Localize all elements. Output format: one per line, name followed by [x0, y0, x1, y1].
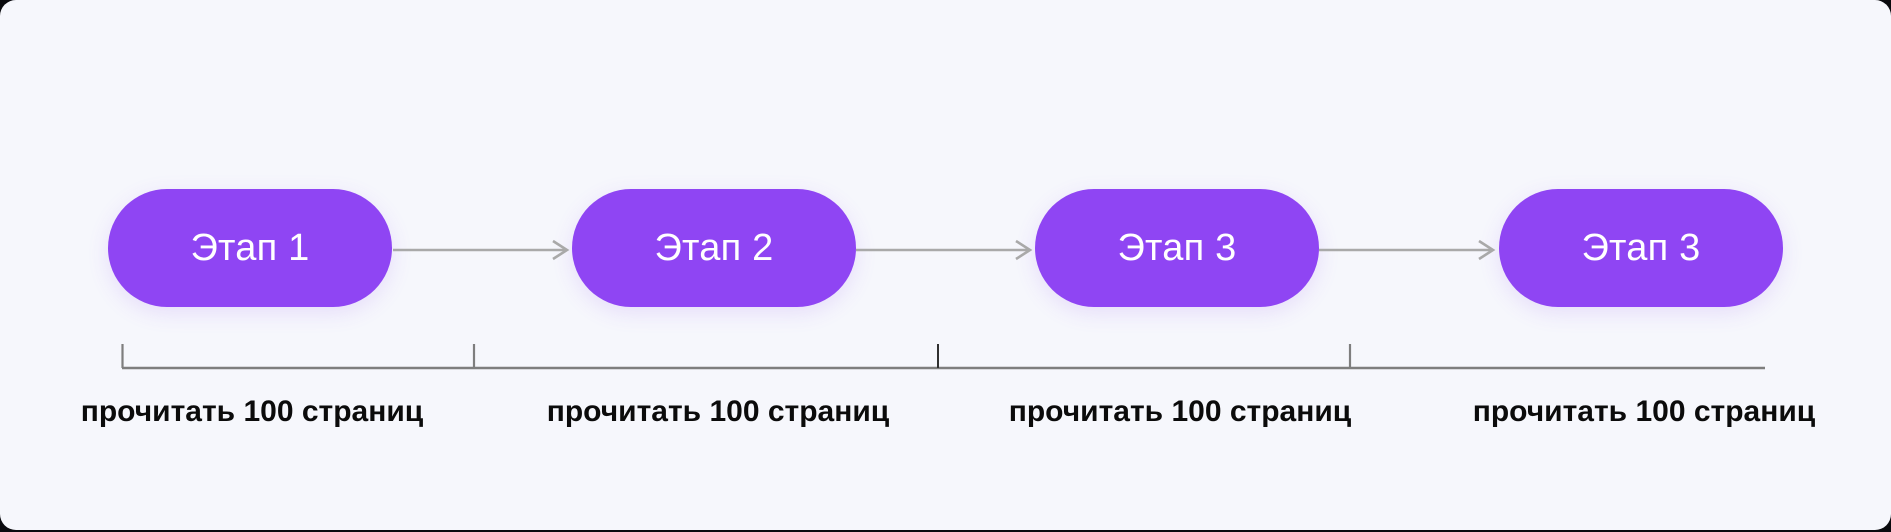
segment-label-2: прочитать 100 страниц [546, 395, 890, 428]
arrow-head [1478, 239, 1496, 261]
stage-pill-label: Этап 3 [1581, 226, 1701, 269]
segment-label-1: прочитать 100 страниц [80, 395, 424, 428]
arrow-head [552, 239, 570, 261]
segment-label-4: прочитать 100 страниц [1472, 395, 1816, 428]
arrow-right-icon [393, 239, 570, 261]
stage-pill-3[interactable]: Этап 3 [1035, 189, 1319, 307]
stage-pill-2[interactable]: Этап 2 [572, 189, 856, 307]
stage-pill-4[interactable]: Этап 3 [1499, 189, 1783, 307]
timeline-ruler [121, 344, 1765, 370]
segment-label-3: прочитать 100 страниц [1008, 395, 1352, 428]
arrow-right-icon [856, 239, 1033, 261]
stage-pill-1[interactable]: Этап 1 [108, 189, 392, 307]
arrow-head [1015, 239, 1033, 261]
stage-pill-label: Этап 3 [1117, 226, 1237, 269]
arrow-right-icon [1319, 239, 1496, 261]
stage-pill-label: Этап 1 [190, 226, 310, 269]
stage-pill-label: Этап 2 [654, 226, 774, 269]
